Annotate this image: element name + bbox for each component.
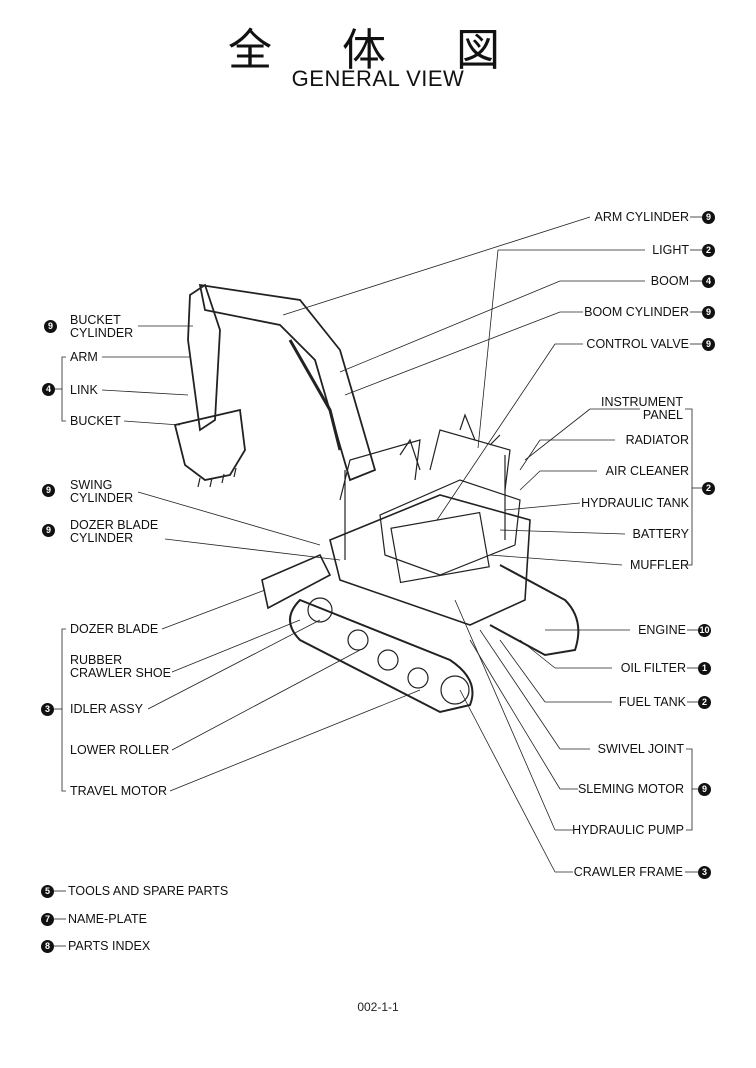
label-engine: ENGINE — [638, 623, 686, 637]
label-dozer-blade-cylinder-line1: DOZER BLADE — [70, 518, 159, 532]
control-levers — [399, 413, 501, 471]
title-english: GENERAL VIEW — [291, 66, 465, 91]
badge-boom: 4 — [702, 275, 715, 288]
badge-boom-cylinder: 9 — [702, 306, 715, 319]
label-oil-filter: OIL FILTER — [620, 661, 686, 675]
badge-crawler-frame: 3 — [698, 866, 711, 879]
label-arm: ARM — [70, 350, 98, 364]
left-crawler-track — [289, 598, 474, 714]
label-rubber-crawler-shoe-line2: CRAWLER SHOE — [70, 666, 171, 680]
label-light: LIGHT — [652, 243, 689, 257]
boom-shape — [198, 283, 377, 482]
label-hydraulic-tank: HYDRAULIC TANK — [581, 496, 689, 510]
label-bucket-cylinder-line1: BUCKET — [70, 313, 121, 327]
badge-engine: 10 — [698, 624, 711, 637]
label-instrument-panel-line1: INSTRUMENT — [601, 395, 683, 409]
label-name-plate: NAME-PLATE — [68, 912, 147, 926]
page-number: 002-1-1 — [357, 1000, 399, 1014]
label-fuel-tank: FUEL TANK — [618, 695, 686, 709]
badge-dozer-blade-cylinder: 9 — [42, 524, 55, 537]
engine-cover — [379, 479, 521, 576]
label-bucket-cylinder-line2: CYLINDER — [70, 326, 134, 340]
title-japanese: 全 体 図 — [228, 25, 528, 76]
label-muffler: MUFFLER — [629, 558, 689, 572]
label-control-valve: CONTROL VALVE — [586, 337, 689, 351]
badge-control-valve: 9 — [702, 338, 715, 351]
label-crawler-frame: CRAWLER FRAME — [573, 865, 683, 879]
label-swing-cylinder-line1: SWING — [70, 478, 113, 492]
label-sleming-motor: SLEMING MOTOR — [577, 782, 684, 796]
badge-lower-group: 3 — [41, 703, 54, 716]
arm-shape — [187, 283, 221, 432]
label-swivel-joint: SWIVEL JOINT — [597, 742, 684, 756]
label-bucket: BUCKET — [70, 414, 121, 428]
label-air-cleaner: AIR CLEANER — [605, 464, 689, 478]
label-idler-assy: IDLER ASSY — [70, 702, 143, 716]
label-radiator: RADIATOR — [625, 433, 689, 447]
lower-roller-3 — [407, 667, 429, 689]
label-instrument-panel-line2: PANEL — [642, 408, 683, 422]
badge-swing-cylinder: 9 — [42, 484, 55, 497]
lower-roller-2 — [377, 649, 399, 671]
label-boom-cylinder: BOOM CYLINDER — [584, 305, 689, 319]
label-dozer-blade-cylinder-line2: CYLINDER — [70, 531, 134, 545]
label-dozer-blade: DOZER BLADE — [70, 622, 159, 636]
lower-roller-1 — [347, 629, 369, 651]
badge-name-plate: 7 — [41, 913, 54, 926]
dozer-blade-shape — [261, 553, 332, 610]
label-arm-cylinder: ARM CYLINDER — [594, 210, 689, 224]
label-battery: BATTERY — [632, 527, 690, 541]
badge-swivel-group: 9 — [698, 783, 711, 796]
badge-oil-filter: 1 — [698, 662, 711, 675]
badge-panel-group: 2 — [702, 482, 715, 495]
badge-arm-cylinder: 9 — [702, 211, 715, 224]
label-lower-roller: LOWER ROLLER — [70, 743, 170, 757]
label-hydraulic-pump: HYDRAULIC PUMP — [572, 823, 684, 837]
bucket-teeth — [197, 467, 237, 488]
label-parts-index: PARTS INDEX — [68, 939, 151, 953]
idler-wheel — [307, 597, 333, 623]
badge-tools: 5 — [41, 885, 54, 898]
label-swing-cylinder-line2: CYLINDER — [70, 491, 134, 505]
badge-bucket-cylinder: 9 — [44, 320, 57, 333]
badge-arm-group: 4 — [42, 383, 55, 396]
badge-fuel-tank: 2 — [698, 696, 711, 709]
label-boom: BOOM — [650, 274, 689, 288]
boom-cylinder-shape — [288, 339, 342, 451]
bucket-shape — [173, 408, 246, 481]
engine-block — [390, 511, 490, 584]
label-link: LINK — [70, 383, 98, 397]
badge-parts-index: 8 — [41, 940, 54, 953]
right-crawler-track — [489, 564, 580, 657]
label-tools-and-spare-parts: TOOLS AND SPARE PARTS — [68, 884, 229, 898]
travel-motor-wheel — [440, 675, 470, 705]
label-travel-motor: TRAVEL MOTOR — [70, 784, 168, 798]
label-rubber-crawler-shoe-line1: RUBBER — [70, 653, 123, 667]
upper-body — [329, 494, 531, 626]
cab-posts — [344, 455, 506, 560]
badge-light: 2 — [702, 244, 715, 257]
